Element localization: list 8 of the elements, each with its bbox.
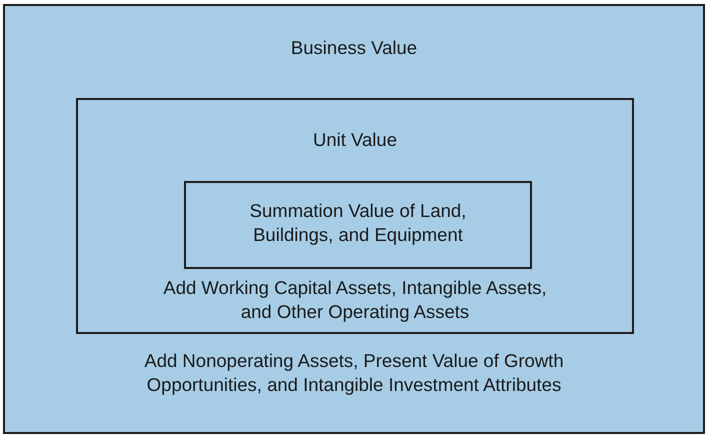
value-box — [76, 98, 634, 334]
box-heading: Summation Value of Land, Buildings, and Equipment — [248, 199, 468, 247]
value-box — [184, 181, 532, 269]
box-heading: Unit Value — [312, 128, 398, 152]
box-note: Add Working Capital Assets, Intangible Assets, and Other Operating Assets — [162, 276, 548, 324]
box-note: Add Nonoperating Assets, Present Value of Growth Opportunities, and Intangible Investment Attributes — [143, 349, 565, 397]
box-heading: Business Value — [290, 36, 418, 60]
value-box — [3, 4, 705, 434]
